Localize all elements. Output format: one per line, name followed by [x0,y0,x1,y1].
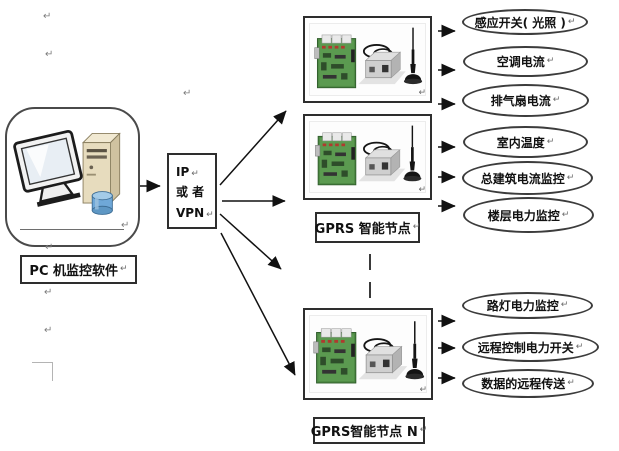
output-ellipse-remote-data-transfer: 数据的远程传送↵ [462,369,594,398]
output-ellipse-exhaust-fan-current: 排气扇电流↵ [462,84,589,117]
return-mark: ↵ [191,169,199,179]
return-mark: ↵ [575,341,584,352]
output-ellipse-streetlight-power-monitor: 路灯电力监控↵ [462,292,593,319]
gprs-node-n-label: GPRS智能节点 N↵ [310,417,428,444]
output-ellipse-floor-power-monitor: 楼层电力监控↵ [463,197,594,233]
gprs-node-label: GPRS 智能节点↵ [315,212,420,243]
output-ellipse-sensor-switch: 感应开关( 光照 )↵ [462,9,588,35]
antenna-icon [403,27,423,85]
arrow-ip-to-node-n [220,232,296,376]
paragraph-mark: ↵ [121,220,130,231]
output-ellipse-remote-power-switch: 远程控制电力开关↵ [462,332,599,362]
gprs-node-label-text: GPRS 智能节点 [314,222,411,237]
ip-line: IP↵ [176,165,199,179]
return-mark: ↵ [546,136,555,147]
return-mark: ↵ [120,264,128,274]
return-mark: ↵ [567,16,576,27]
return-mark: ↵ [419,425,428,435]
pcb-modem-antenna-icon [315,125,422,186]
modem-icon [358,338,408,380]
canvas-corner-bracket-vertical [52,362,53,381]
antenna-icon [403,125,422,182]
pcb-icon [313,328,357,384]
pcb-modem-antenna-icon [314,27,423,89]
paragraph-mark: ↵ [183,88,192,99]
return-mark: ↵ [561,209,570,220]
modem-icon [358,141,406,182]
gprs-node-box-n: ↵ [303,308,433,400]
or-line: 或 者 [176,185,205,200]
paragraph-mark: ↵ [45,49,54,60]
pcb-icon [314,34,357,89]
return-mark: ↵ [546,56,555,66]
return-mark: ↵ [567,378,575,388]
arrow-ip-to-node1 [219,110,287,186]
antenna-icon [405,321,425,380]
return-mark: ↵ [412,222,421,232]
gprs-device-photo [309,121,426,193]
gprs-node-box-2: ↵ [303,114,432,200]
output-ellipse-indoor-temperature: 室内温度↵ [463,126,588,158]
return-mark: ↵ [418,185,426,195]
pc-software-label: PC 机监控软件↵ [20,255,137,284]
modem-icon [358,44,406,85]
gprs-device-photo [309,23,426,96]
return-mark: ↵ [206,209,214,220]
gprs-node-n-label-text: GPRS智能节点 N [310,425,418,440]
return-mark: ↵ [566,172,575,183]
pc-software-label-text: PC 机监控软件 [29,264,119,279]
paragraph-mark: ↵ [44,325,53,336]
return-mark: ↵ [560,300,569,310]
vpn-line: VPN↵ [176,205,214,220]
return-mark: ↵ [418,88,426,98]
return-mark: ↵ [552,95,561,105]
database-cylinder-icon [91,191,113,215]
monitor-icon [13,129,83,207]
gprs-device-photo [309,315,427,393]
paragraph-mark: ↵ [44,287,53,298]
return-mark: ↵ [419,385,427,395]
canvas-corner-bracket-horizontal [32,362,53,363]
output-ellipse-ac-current: 空调电流↵ [463,46,588,77]
paragraph-mark: ↵ [43,11,52,22]
output-ellipse-building-current-monitor: 总建筑电流监控↵ [462,161,593,195]
computer-icon [13,129,121,215]
paragraph-mark: ↵ [45,242,54,253]
pc-image-frame: ↵ [5,107,140,247]
pcb-icon [315,132,357,186]
pcb-modem-antenna-icon [313,321,425,384]
gprs-node-box-1: ↵ [303,16,432,103]
ip-vpn-box: IP↵ 或 者 VPN↵ [167,153,217,229]
baseline-rule [20,229,124,230]
arrow-ip-to-more [219,213,282,270]
